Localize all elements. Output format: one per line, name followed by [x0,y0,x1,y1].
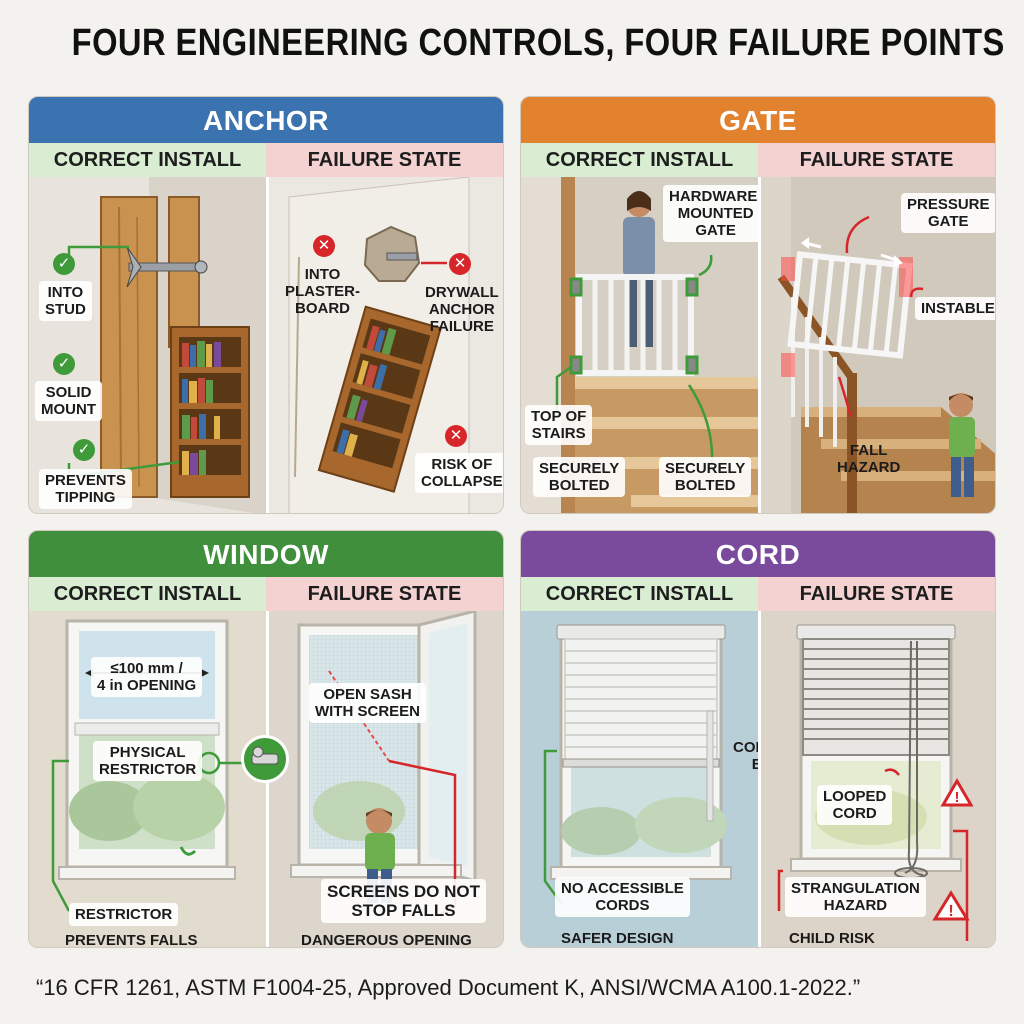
gate-header: GATE [521,97,995,143]
cord-no-cordless-label: NO CORDLESS BLIND [733,739,758,773]
cord-header: CORD [521,531,995,577]
gate-failure-illustration [761,177,995,513]
anchor-prevents-tipping-label: PREVENTS TIPPING [39,469,132,509]
svg-text:!: ! [948,903,953,920]
gate-failure-scene: PRESSURE GATE INSTABLE FALL HAZARD [758,177,995,513]
standards-citation: “16 CFR 1261, ASTM F1004-25, Approved Do… [36,975,861,1000]
cord-strangulation-label: STRANGULATION HAZARD [785,877,926,917]
window-failure-subheader: FAILURE STATE [266,577,503,611]
gate-bolted-right-label: SECURELY BOLTED [659,457,752,497]
anchor-correct-subheader: CORRECT INSTALL [29,143,266,177]
window-dangerous-opening-label: DANGEROUS OPENING [301,932,472,948]
gate-panel: GATE CORRECT INSTALL FAILURE STATE [520,96,996,514]
window-header: WINDOW [29,531,503,577]
gate-bolted-left-label: SECURELY BOLTED [533,457,626,497]
gate-hardware-mounted-label: HARDWARE- MOUNTED GATE [663,185,758,242]
cord-correct-subheader: CORRECT INSTALL [521,577,758,611]
gate-failure-subheader: FAILURE STATE [758,143,995,177]
anchor-risk-collapse-label: RISK OF COLLAPSE [415,453,503,493]
anchor-failure-subheader: FAILURE STATE [266,143,503,177]
window-screens-not-stop-label: SCREENS DO NOT STOP FALLS [321,879,487,923]
gate-pressure-gate-label: PRESSURE GATE [901,193,995,233]
check-icon: ✓ [73,439,95,461]
cord-failure-scene: ! ! LOOPED CORD STRANGULATION HAZARD CHI… [758,611,995,947]
check-icon: ✓ [53,253,75,275]
cord-safer-design-label: SAFER DESIGN [561,930,674,947]
window-panel: WINDOW CORRECT INSTALL FAILURE STATE ≤10… [28,530,504,948]
gate-correct-scene: HARDWARE- MOUNTED GATE TOP OF STAIRS SEC… [521,177,758,513]
window-failure-illustration [269,611,503,947]
window-correct-subheader: CORRECT INSTALL [29,577,266,611]
gate-fall-hazard-label: FALL HAZARD [837,442,901,476]
anchor-into-stud-label: INTO STUD [39,281,92,321]
cord-correct-scene: NO CORDLESS BLIND NO ACCESSIBLE CORDS SA… [521,611,758,947]
anchor-panel: ANCHOR CORRECT INSTALL FAILURE STATE [28,96,504,514]
cord-no-accessible-label: NO ACCESSIBLE CORDS [555,877,690,917]
cord-looped-cord-label: LOOPED CORD [817,785,893,825]
svg-text:!: ! [955,789,960,806]
anchor-solid-mount-label: SOLID MOUNT [35,381,102,421]
cross-icon: ✕ [313,235,335,257]
gate-correct-subheader: CORRECT INSTALL [521,143,758,177]
window-failure-scene: OPEN SASH WITH SCREEN SCREENS DO NOT STO… [266,611,503,948]
cord-panel: CORD CORRECT INSTALL FAILURE STATE NO CO… [520,530,996,948]
page-title: FOUR ENGINEERING CONTROLS, FOUR FAILURE … [71,22,1005,64]
cross-icon: ✕ [449,253,471,275]
window-restrictor-label: RESTRICTOR [69,903,179,926]
anchor-drywall-failure-label: DRYWALL ANCHOR FAILURE [425,284,499,335]
window-opening-label: ≤100 mm / 4 in OPENING [91,657,203,697]
cord-failure-subheader: FAILURE STATE [758,577,995,611]
anchor-correct-illustration [29,177,266,513]
check-icon: ✓ [53,353,75,375]
anchor-failure-scene: ✕ INTO PLASTER- BOARD ✕ DRYWALL ANCHOR F… [266,177,503,513]
cord-child-risk-label: CHILD RISK [789,930,875,947]
window-physical-restrictor-label: PHYSICAL RESTRICTOR [93,741,203,781]
window-open-sash-label: OPEN SASH WITH SCREEN [309,683,426,723]
gate-instable-label: INSTABLE [915,297,995,320]
restrictor-magnifier-icon [241,735,289,783]
gate-top-of-stairs-label: TOP OF STAIRS [525,405,593,445]
window-correct-scene: ≤100 mm / 4 in OPENING PHYSICAL RESTRICT… [29,611,266,948]
anchor-header: ANCHOR [29,97,503,143]
anchor-correct-scene: ✓ INTO STUD ✓ SOLID MOUNT ✓ PREVENTS TIP… [29,177,266,513]
anchor-into-plasterboard-label: INTO PLASTER- BOARD [285,266,360,317]
cross-icon: ✕ [445,425,467,447]
window-prevents-falls-label: PREVENTS FALLS [65,932,198,948]
